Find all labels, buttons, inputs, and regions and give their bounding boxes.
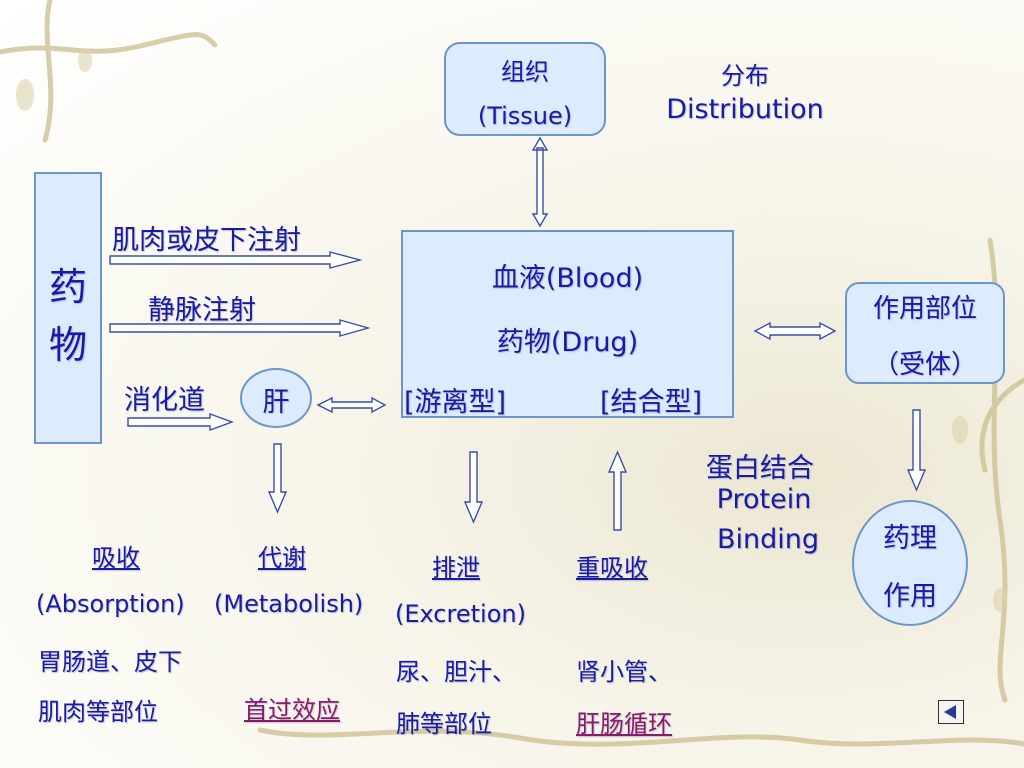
absorption-en: (Absorption) bbox=[36, 590, 185, 618]
liver-label: 肝 bbox=[262, 387, 290, 418]
drug-char-2: 物 bbox=[48, 323, 87, 367]
liver-down-arrow bbox=[267, 443, 288, 514]
free-form-label: [游离型] bbox=[404, 387, 507, 418]
blood-label: 血液(Blood) bbox=[491, 263, 644, 294]
protein-binding-en-1: Protein bbox=[716, 484, 812, 515]
site-label-receptor: （受体） bbox=[872, 350, 977, 380]
absorption-desc-1: 胃肠道、皮下 bbox=[38, 648, 182, 676]
effect-label-2: 作用 bbox=[883, 581, 937, 612]
route-gi: 消化道 bbox=[124, 385, 205, 416]
excretion-desc-2: 肺等部位 bbox=[396, 710, 492, 738]
excretion-down-arrow bbox=[463, 451, 484, 524]
site-effect-arrow bbox=[906, 409, 927, 492]
reabsorption-up-arrow bbox=[607, 450, 628, 531]
drug-label: 药物(Drug) bbox=[496, 327, 639, 358]
drug-char-1: 药 bbox=[48, 265, 87, 309]
metabolism-link[interactable]: 代谢 bbox=[258, 544, 306, 572]
iv-arrow bbox=[109, 319, 371, 337]
bound-form-label: [结合型] bbox=[600, 387, 703, 418]
liver-blood-arrow bbox=[316, 396, 387, 414]
reabsorption-link[interactable]: 重吸收 bbox=[576, 554, 648, 582]
metabolism-en: (Metabolish) bbox=[214, 590, 364, 618]
distribution-cn: 分布 bbox=[721, 62, 769, 90]
first-pass-effect-link[interactable]: 首过效应 bbox=[244, 696, 340, 724]
enterohepatic-link[interactable]: 肝肠循环 bbox=[576, 710, 672, 738]
distribution-en: Distribution bbox=[666, 94, 824, 125]
absorption-desc-2: 肌肉等部位 bbox=[38, 698, 158, 726]
tissue-blood-arrow bbox=[531, 136, 549, 228]
tissue-box bbox=[444, 42, 606, 136]
excretion-en: (Excretion) bbox=[395, 600, 526, 628]
blood-site-arrow bbox=[753, 321, 837, 341]
site-label-cn: 作用部位 bbox=[872, 294, 977, 324]
protein-binding-en-2: Binding bbox=[716, 524, 820, 555]
previous-slide-icon[interactable] bbox=[938, 700, 964, 724]
gi-arrow bbox=[127, 413, 235, 431]
tissue-label-cn: 组织 bbox=[501, 58, 549, 86]
site-of-action-box bbox=[845, 282, 1005, 384]
blood-box bbox=[401, 230, 734, 418]
reabsorption-desc-1: 肾小管、 bbox=[576, 658, 672, 686]
drug-box bbox=[34, 172, 102, 444]
im-arrow bbox=[109, 251, 363, 269]
effect-label-1: 药理 bbox=[883, 523, 937, 554]
excretion-desc-1: 尿、胆汁、 bbox=[396, 658, 516, 686]
excretion-link[interactable]: 排泄 bbox=[432, 554, 480, 582]
route-iv: 静脉注射 bbox=[148, 295, 256, 326]
tissue-label-en: (Tissue) bbox=[477, 102, 573, 130]
route-im-sc: 肌肉或皮下注射 bbox=[112, 225, 301, 256]
liver-circle bbox=[240, 368, 312, 428]
absorption-link[interactable]: 吸收 bbox=[92, 544, 140, 572]
effect-circle bbox=[852, 500, 968, 626]
protein-binding-cn: 蛋白结合 bbox=[706, 453, 814, 484]
